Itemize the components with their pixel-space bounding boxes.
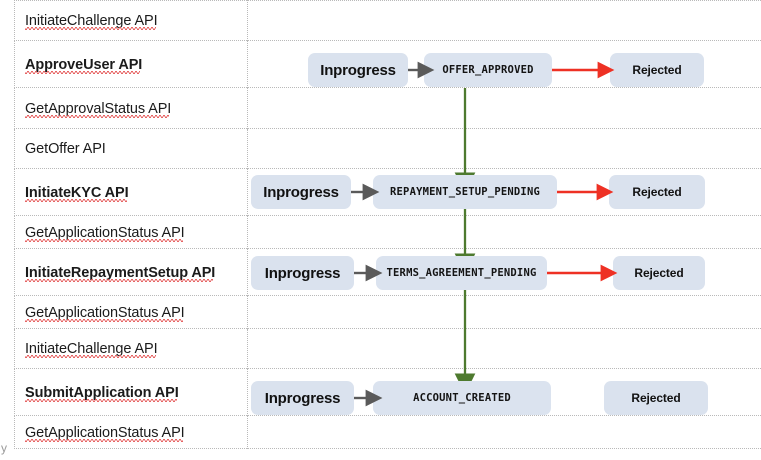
flow-node-rejected[interactable]: Rejected — [613, 256, 705, 290]
api-name-cell[interactable]: InitiateKYC API — [14, 169, 248, 216]
red-arrow — [552, 61, 615, 79]
api-name-label: InitiateKYC API — [15, 185, 129, 202]
table-row — [14, 216, 761, 249]
api-name-label: InitiateChallenge API — [15, 341, 158, 358]
flow-node-label: Inprogress — [264, 389, 341, 407]
api-name-cell[interactable]: GetApplicationStatus API — [14, 216, 248, 249]
flow-node-label: Rejected — [631, 391, 681, 405]
flow-node-label: Rejected — [632, 185, 682, 199]
table-row — [14, 249, 761, 296]
table-row — [14, 369, 761, 416]
flow-node-label: Inprogress — [320, 61, 396, 79]
api-name-cell[interactable]: InitiateRepaymentSetup API — [14, 249, 248, 296]
table-row — [14, 41, 761, 88]
flow-node-label: Rejected — [632, 63, 682, 77]
flow-node-label: OFFER_APPROVED — [442, 63, 534, 76]
grey-arrow — [408, 61, 435, 79]
api-name-label: InitiateChallenge API — [15, 13, 158, 30]
grey-arrow — [354, 389, 383, 407]
api-name-label: ApproveUser API — [15, 57, 142, 74]
flow-node-label: TERMS_AGREEMENT_PENDING — [386, 266, 537, 279]
flow-node-inprogress[interactable]: Inprogress — [251, 256, 354, 290]
api-name-label: GetApplicationStatus API — [15, 305, 185, 322]
flow-node-label: Inprogress — [264, 264, 341, 282]
api-name-label: GetApplicationStatus API — [15, 225, 185, 242]
table-row — [14, 88, 761, 129]
flow-node-state[interactable]: REPAYMENT_SETUP_PENDING — [373, 175, 557, 209]
flow-node-label: REPAYMENT_SETUP_PENDING — [390, 185, 540, 198]
flow-node-state[interactable]: ACCOUNT_CREATED — [373, 381, 551, 415]
flow-node-state[interactable]: TERMS_AGREEMENT_PENDING — [376, 256, 547, 290]
api-name-cell[interactable]: InitiateChallenge API — [14, 329, 248, 369]
flow-node-rejected[interactable]: Rejected — [610, 53, 704, 87]
api-name-cell[interactable]: GetApplicationStatus API — [14, 296, 248, 329]
flow-node-rejected[interactable]: Rejected — [609, 175, 705, 209]
table-row — [14, 0, 761, 41]
table-row — [14, 416, 761, 449]
flow-node-label: Inprogress — [263, 183, 339, 201]
red-arrow — [547, 264, 618, 282]
flow-node-label: ACCOUNT_CREATED — [413, 391, 511, 404]
flow-node-inprogress[interactable]: Inprogress — [251, 381, 354, 415]
api-name-label: GetApplicationStatus API — [15, 425, 185, 442]
api-name-label: GetOffer API — [25, 141, 106, 157]
flow-node-inprogress[interactable]: Inprogress — [251, 175, 351, 209]
api-name-label: InitiateRepaymentSetup API — [15, 265, 215, 282]
table-row — [14, 169, 761, 216]
api-name-cell[interactable]: ApproveUser API — [14, 41, 248, 88]
flow-node-state[interactable]: OFFER_APPROVED — [424, 53, 552, 87]
api-name-cell[interactable]: GetApprovalStatus API — [14, 88, 248, 129]
flow-node-inprogress[interactable]: Inprogress — [308, 53, 408, 87]
table-row — [14, 129, 761, 169]
red-arrow — [557, 183, 614, 201]
stray-text: y — [1, 441, 7, 455]
flow-node-rejected[interactable]: Rejected — [604, 381, 708, 415]
api-name-cell[interactable]: InitiateChallenge API — [14, 0, 248, 41]
grey-arrow — [351, 183, 380, 201]
table-row — [14, 329, 761, 369]
api-name-label: GetApprovalStatus API — [15, 101, 171, 118]
table-row — [14, 296, 761, 329]
api-name-label: SubmitApplication API — [15, 385, 179, 402]
flow-node-label: Rejected — [634, 266, 684, 280]
grey-arrow — [354, 264, 383, 282]
api-name-cell[interactable]: GetOffer API — [14, 129, 248, 169]
api-name-cell[interactable]: GetApplicationStatus API — [14, 416, 248, 449]
api-name-cell[interactable]: SubmitApplication API — [14, 369, 248, 416]
